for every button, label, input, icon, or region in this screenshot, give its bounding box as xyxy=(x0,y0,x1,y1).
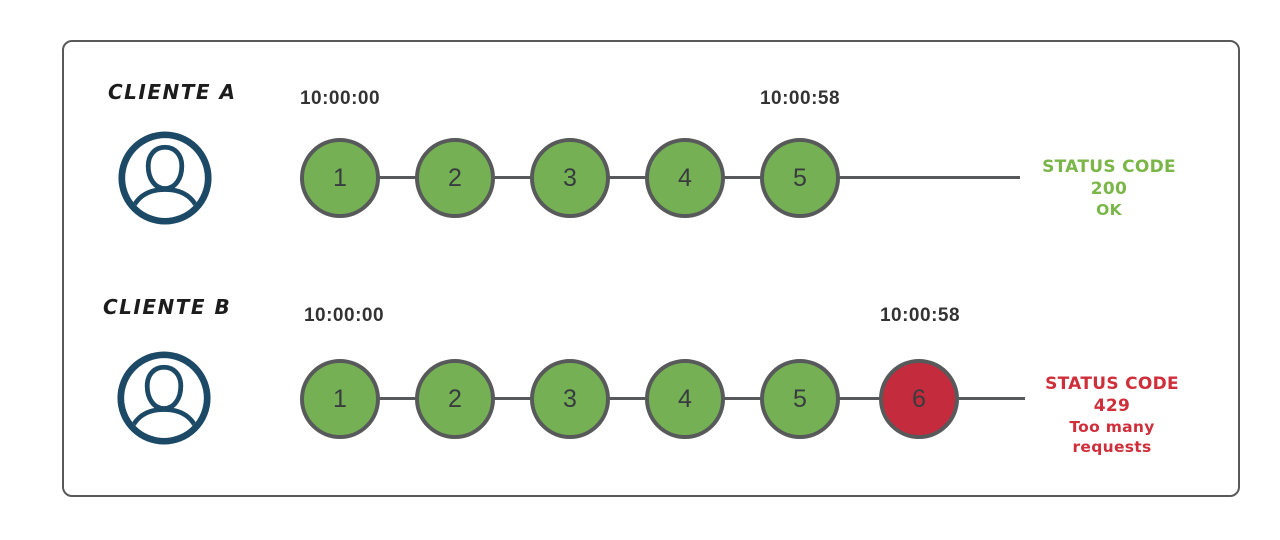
client-a-status-text: STATUS CODE 200 OK xyxy=(1028,156,1190,220)
status-code-line: STATUS CODE 200 xyxy=(1042,157,1176,200)
client-b-end-timestamp: 10:00:58 xyxy=(879,305,961,326)
client-b-status-text: STATUS CODE 429 Too many requests xyxy=(1028,373,1196,457)
request-node: 2 xyxy=(415,359,495,439)
request-node: 1 xyxy=(300,359,380,439)
client-b-start-timestamp: 10:00:00 xyxy=(303,305,385,326)
client-a-start-timestamp: 10:00:00 xyxy=(299,88,381,109)
request-node: 4 xyxy=(645,359,725,439)
status-message-line: OK xyxy=(1096,201,1122,220)
request-node-rate-limited: 6 xyxy=(879,359,959,439)
request-node: 5 xyxy=(760,138,840,218)
client-a-end-timestamp: 10:00:58 xyxy=(759,88,841,109)
request-node: 2 xyxy=(415,138,495,218)
client-a-label: CLIENTE A xyxy=(108,80,237,104)
user-avatar-icon xyxy=(117,130,213,226)
request-node: 5 xyxy=(760,359,840,439)
status-code-line: STATUS CODE 429 xyxy=(1045,374,1179,417)
request-node: 1 xyxy=(300,138,380,218)
status-message-line: Too many requests xyxy=(1069,418,1155,457)
client-b-label: CLIENTE B xyxy=(103,295,232,319)
request-node: 3 xyxy=(530,138,610,218)
user-avatar-icon xyxy=(116,350,212,446)
request-node: 4 xyxy=(645,138,725,218)
request-node: 3 xyxy=(530,359,610,439)
